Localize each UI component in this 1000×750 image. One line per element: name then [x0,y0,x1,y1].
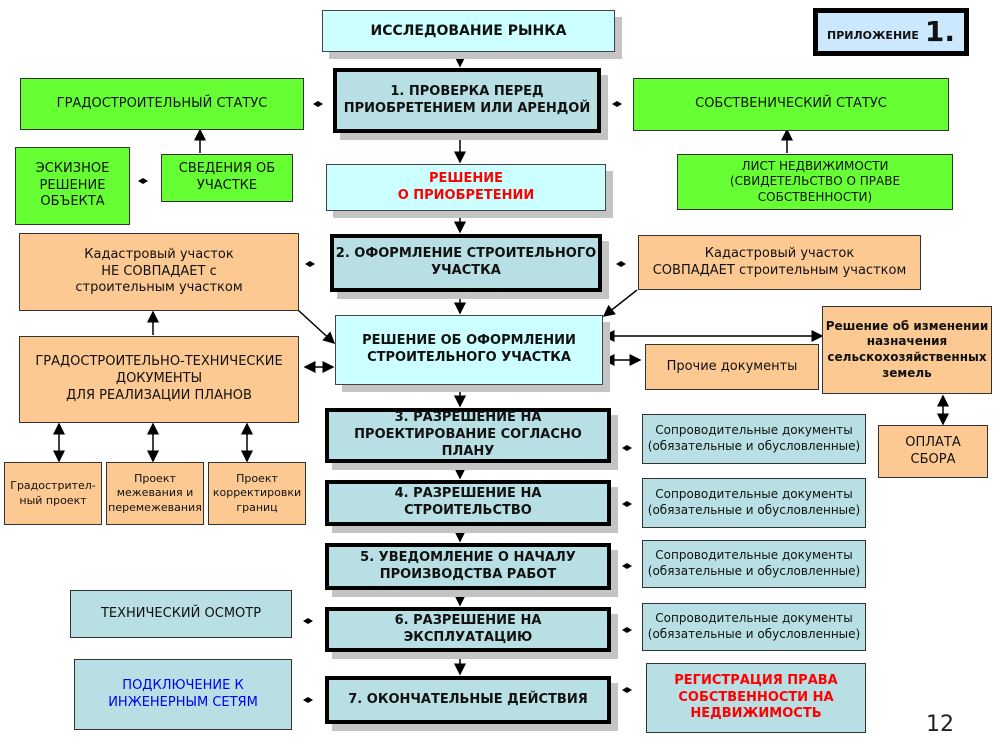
diamond-connector [305,261,315,267]
plot-info-box: СВЕДЕНИЯ ОБ УЧАСТКЕ [161,154,293,202]
diamond-connector [313,101,323,107]
urban-project-box: Градострител- ный проект [4,462,102,525]
accompanying-docs-box: Сопроводительные документы (обязательные… [642,603,866,651]
sketch-box: ЭСКИЗНОЕ РЕШЕНИЕ ОБЪЕКТА [15,147,130,225]
diamond-connector [622,501,632,507]
appendix-label: ПРИЛОЖЕНИЕ [827,28,919,42]
appendix-number: 1. [924,14,955,48]
step2-box: 2. ОФОРМЛЕНИЕ СТРОИТЕЛЬНОГО УЧАСТКА [330,234,602,292]
step1-box: 1. ПРОВЕРКА ПЕРЕД ПРИОБРЕТЕНИЕМ ИЛИ АРЕН… [333,68,601,133]
property-sheet-box: ЛИСТ НЕДВИЖИМОСТИ (СВИДЕТЕЛЬСТВО О ПРАВЕ… [677,154,953,210]
registration-box: РЕГИСТРАЦИЯ ПРАВА СОБСТВЕННОСТИ НА НЕДВИ… [646,663,866,733]
cadastral-mismatch-box: Кадастровый участок НЕ СОВПАДАЕТ с строи… [19,233,299,311]
diamond-connector [612,101,622,107]
accompanying-docs-box: Сопроводительные документы (обязательные… [642,540,866,588]
page-number: 12 [926,712,954,737]
step5-box: 5. УВЕДОМЛЕНИЕ О НАЧАЛУ ПРОИЗВОДСТВА РАБ… [325,543,611,590]
tech-inspection-box: ТЕХНИЧЕСКИЙ ОСМОТР [70,590,292,638]
land-change-box: Решение об изменении назначения сельскох… [822,306,992,394]
diamond-connector [622,627,632,633]
accompanying-docs-box: Сопроводительные документы (обязательные… [642,478,866,528]
step7-box: 7. ОКОНЧАТЕЛЬНЫЕ ДЕЙСТВИЯ [325,676,611,724]
other-docs-box: Прочие документы [645,344,819,390]
accompanying-docs-box: Сопроводительные документы (обязательные… [642,414,866,464]
border-project-box: Проект корректировки границ [208,462,306,525]
appendix-badge: ПРИЛОЖЕНИЕ 1. [813,8,969,56]
step3-box: 3. РАЗРЕШЕНИЕ НА ПРОЕКТИРОВАНИЕ СОГЛАСНО… [325,408,611,463]
diamond-connector [622,687,632,693]
urban-status-box: ГРАДОСТРОИТЕЛЬНЫЙ СТАТУС [20,78,304,130]
diamond-connectors [138,101,632,703]
market-research-box: ИССЛЕДОВАНИЕ РЫНКА [322,10,615,52]
tech-docs-box: ГРАДОСТРОИТЕЛЬНО-ТЕХНИЧЕСКИЕ ДОКУМЕНТЫ Д… [19,336,299,423]
arrow-mismatch-plotdecision [297,309,336,345]
utilities-box: ПОДКЛЮЧЕНИЕ К ИНЖЕНЕРНЫМ СЕТЯМ [74,659,292,730]
diamond-connector [622,563,632,569]
step4-box: 4. РАЗРЕШЕНИЕ НА СТРОИТЕЛЬСТВО [325,480,611,526]
ownership-status-box: СОБСТВЕНИЧЕСКИЙ СТАТУС [633,78,949,131]
diamond-connector [303,618,313,624]
step6-box: 6. РАЗРЕШЕНИЕ НА ЭКСПЛУАТАЦИЮ [325,607,611,652]
diamond-connector [303,697,313,703]
purchase-decision-box: РЕШЕНИЕ О ПРИОБРЕТЕНИИ [326,164,606,211]
diamond-connector [616,261,626,267]
survey-project-box: Проект межевания и перемежевания [106,462,204,525]
arrow-match-plotdecision [602,289,638,317]
cadastral-match-box: Кадастровый участок СОВПАДАЕТ строительн… [638,235,921,290]
fee-box: ОПЛАТА СБОРА [878,425,988,478]
plot-decision-box: РЕШЕНИЕ ОБ ОФОРМЛЕНИИ СТРОИТЕЛЬНОГО УЧАС… [335,315,603,385]
diamond-connector [138,178,148,184]
diamond-connector [622,445,632,451]
